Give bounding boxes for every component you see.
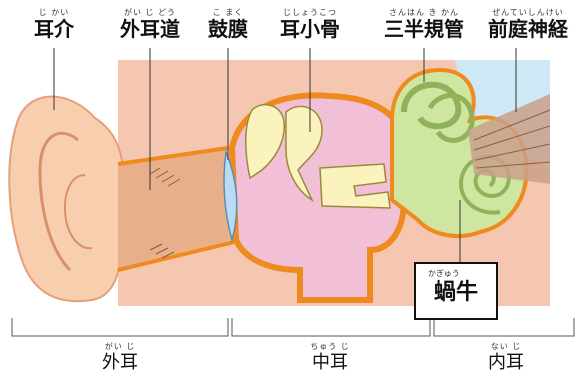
- section-middle-ear-text: 中耳: [290, 352, 370, 374]
- label-pinna: じ かい 耳介: [22, 8, 86, 40]
- section-middle-ear-ruby: ちゅう じ: [290, 342, 370, 352]
- section-inner-ear-text: 内耳: [466, 352, 546, 374]
- section-inner-ear-ruby: ない じ: [466, 342, 546, 352]
- section-outer-ear-ruby: がい じ: [80, 342, 160, 352]
- label-cochlea-ruby: かぎゅう: [416, 268, 496, 280]
- label-ear-canal-text: 外耳道: [110, 18, 190, 40]
- label-semicircular-canals: さんはん き かん 三半規管: [378, 8, 470, 40]
- label-vestibular-nerve-text: 前庭神経: [478, 18, 578, 40]
- section-brackets: [12, 318, 574, 336]
- label-cochlea: かぎゅう 蝸牛: [414, 262, 498, 320]
- label-eardrum-text: 鼓膜: [198, 18, 258, 40]
- label-semicircular-canals-text: 三半規管: [378, 18, 470, 40]
- section-outer-ear: がい じ 外耳: [80, 342, 160, 374]
- label-ossicles: じしょうこつ 耳小骨: [270, 8, 350, 40]
- label-ossicles-text: 耳小骨: [270, 18, 350, 40]
- section-inner-ear: ない じ 内耳: [466, 342, 546, 374]
- label-cochlea-text: 蝸牛: [416, 280, 496, 306]
- label-ear-canal: がい じ どう 外耳道: [110, 8, 190, 40]
- label-eardrum: こ まく 鼓膜: [198, 8, 258, 40]
- label-vestibular-nerve: ぜんていしんけい 前庭神経: [478, 8, 578, 40]
- section-outer-ear-text: 外耳: [80, 352, 160, 374]
- section-middle-ear: ちゅう じ 中耳: [290, 342, 370, 374]
- label-pinna-text: 耳介: [22, 18, 86, 40]
